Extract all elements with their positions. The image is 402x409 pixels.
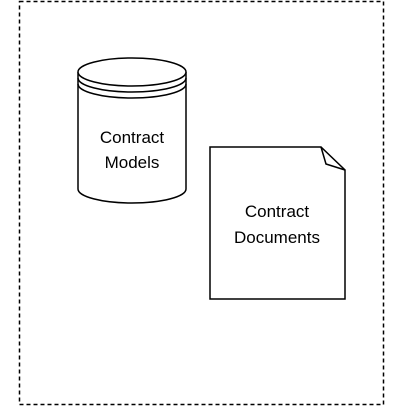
document-fold: [320, 146, 346, 171]
database-shape[interactable]: Contract Models: [77, 57, 187, 204]
document-outline: [209, 146, 346, 300]
database-label-line2: Models: [105, 153, 160, 172]
database-top: [77, 57, 187, 87]
document-shape[interactable]: Contract Documents: [209, 146, 346, 300]
database-label-line1: Contract: [100, 128, 165, 147]
document-label-line1: Contract: [245, 202, 310, 221]
database-ring-2: [77, 83, 187, 99]
database-ring-1: [77, 77, 187, 93]
database-body: [77, 72, 187, 204]
document-label-line2: Documents: [234, 228, 320, 247]
